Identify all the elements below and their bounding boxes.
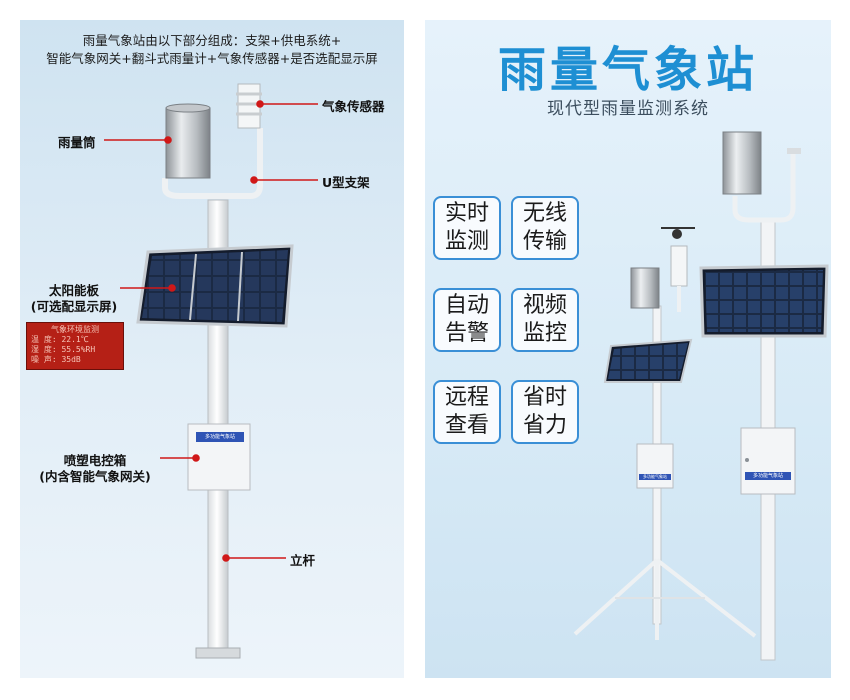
box-plate: 多功能气象站 — [204, 434, 235, 440]
caption-line-2: 智能气象网关+翻斗式雨量计+气象传感器+是否选配显示屏 — [46, 51, 378, 66]
feature-line: 实时 — [444, 201, 489, 226]
led-display-board: 气象环境监测 温 度: 22.1℃ 湿 度: 55.5%RH 噪 声: 35dB — [26, 322, 124, 370]
rain-gauge — [165, 107, 211, 179]
feature-line: 告警 — [444, 321, 489, 346]
label-weather-sensor: 气象传感器 — [322, 99, 385, 114]
product-title: 雨量气象站 — [497, 42, 758, 98]
caption-line-1: 雨量气象站由以下部分组成：支架+供电系统+ — [82, 33, 342, 48]
station-illustration — [104, 83, 318, 659]
feature-line: 无线 — [522, 201, 567, 226]
label-pole: 立杆 — [290, 553, 316, 568]
feature-line: 查看 — [444, 413, 489, 438]
feature-badge-remote: 远程 查看 — [433, 380, 501, 444]
label-control-box: 喷塑电控箱 — [63, 453, 127, 468]
feature-line: 省力 — [522, 413, 567, 438]
feature-line: 视频 — [522, 293, 567, 318]
tripod-station — [573, 227, 757, 640]
feature-line: 监测 — [444, 229, 489, 254]
led-row-humidity: 湿 度: 55.5%RH — [31, 345, 96, 354]
feature-line: 自动 — [444, 293, 489, 318]
product-subtitle: 现代型雨量监测系统 — [547, 99, 709, 119]
led-row-noise: 噪 声: 35dB — [31, 355, 81, 364]
label-u-bracket: U型支架 — [322, 175, 370, 190]
feature-line: 传输 — [522, 229, 567, 254]
product-feature-panel: 雨量气象站 现代型雨量监测系统 实时 监测 无线 传输 自动 告警 视频 监控 … — [425, 20, 831, 678]
box-plate-small: 多功能气象站 — [643, 474, 667, 479]
u-bracket — [162, 128, 263, 199]
box-plate-large: 多功能气象站 — [752, 473, 783, 479]
feature-line: 省时 — [522, 385, 567, 410]
station-product-illustration — [573, 131, 829, 661]
component-diagram-panel: 雨量气象站由以下部分组成：支架+供电系统+ 智能气象网关+翻斗式雨量计+气象传感… — [20, 20, 404, 678]
solar-panel — [136, 244, 294, 328]
feature-line: 监控 — [522, 321, 567, 346]
label-solar-panel: 太阳能板 — [48, 283, 99, 298]
label-solar-panel-note: (可选配显示屏) — [30, 299, 118, 314]
feature-badge-video: 视频 监控 — [511, 288, 579, 352]
feature-badge-realtime: 实时 监测 — [433, 196, 501, 260]
pole-base — [195, 647, 241, 659]
label-control-box-note: (内含智能气象网关) — [39, 469, 151, 484]
led-title: 气象环境监测 — [51, 325, 99, 334]
weather-sensor — [237, 83, 261, 129]
feature-badge-efficiency: 省时 省力 — [511, 380, 579, 444]
feature-badge-wireless: 无线 传输 — [511, 196, 579, 260]
feature-badge-alarm: 自动 告警 — [433, 288, 501, 352]
label-rain-gauge: 雨量筒 — [58, 135, 96, 150]
feature-line: 远程 — [444, 385, 489, 410]
led-row-temperature: 温 度: 22.1℃ — [31, 335, 89, 344]
large-station — [699, 131, 829, 661]
